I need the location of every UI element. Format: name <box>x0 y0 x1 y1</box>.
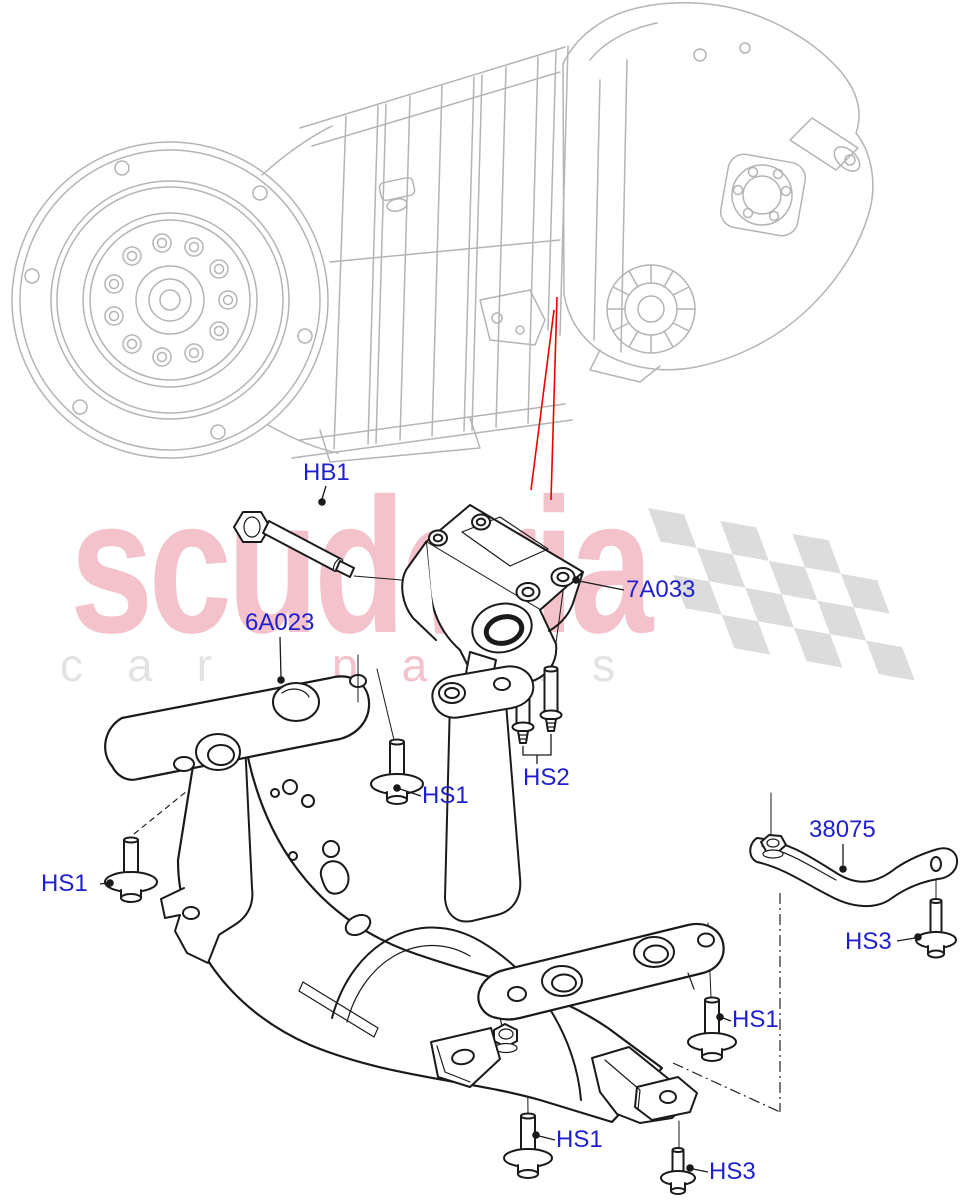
transmission-mount-drawing <box>401 504 584 693</box>
callout-leaders <box>99 485 922 1173</box>
callout-hs1-bottom[interactable]: HS1 <box>556 1126 603 1153</box>
bolt-hs1-bottom <box>503 1112 553 1179</box>
red-locator-lines <box>530 296 558 501</box>
callout-hs1-right[interactable]: HS1 <box>732 1006 779 1033</box>
bolt-hs1-center <box>370 738 424 805</box>
torque-converter-drawing <box>11 141 329 459</box>
callout-hs3-right[interactable]: HS3 <box>845 928 892 955</box>
bolt-hb1 <box>233 511 355 578</box>
bolt-hs3-bottom <box>660 1147 696 1195</box>
callout-hs1-center[interactable]: HS1 <box>422 782 469 809</box>
hs2-bracket-line <box>522 734 552 764</box>
callout-hs2[interactable]: HS2 <box>523 764 570 791</box>
callout-hs3-bottom[interactable]: HS3 <box>709 1158 756 1185</box>
bolt-hs1-left <box>104 836 158 903</box>
transmission-ghost-drawing <box>11 2 874 463</box>
callout-6a023-crossmember[interactable]: 6A023 <box>245 609 315 636</box>
bolt-hs1-right <box>687 996 737 1062</box>
crossmember-drawing <box>104 654 725 1124</box>
checkered-flag-watermark <box>648 508 915 681</box>
support-bracket-38075 <box>749 834 959 908</box>
stud-hs2-right <box>539 665 563 732</box>
gearbox-body-drawing <box>261 46 573 463</box>
callout-7a033-mount[interactable]: 7A033 <box>626 576 696 603</box>
callout-38075-bracket[interactable]: 38075 <box>809 816 876 843</box>
watermark-subtext-left: car <box>60 639 256 691</box>
bolt-hs3-right <box>915 898 957 959</box>
callout-hb1[interactable]: HB1 <box>303 459 350 486</box>
transfer-case-drawing <box>547 2 874 383</box>
callout-hs1-left[interactable]: HS1 <box>41 870 88 897</box>
